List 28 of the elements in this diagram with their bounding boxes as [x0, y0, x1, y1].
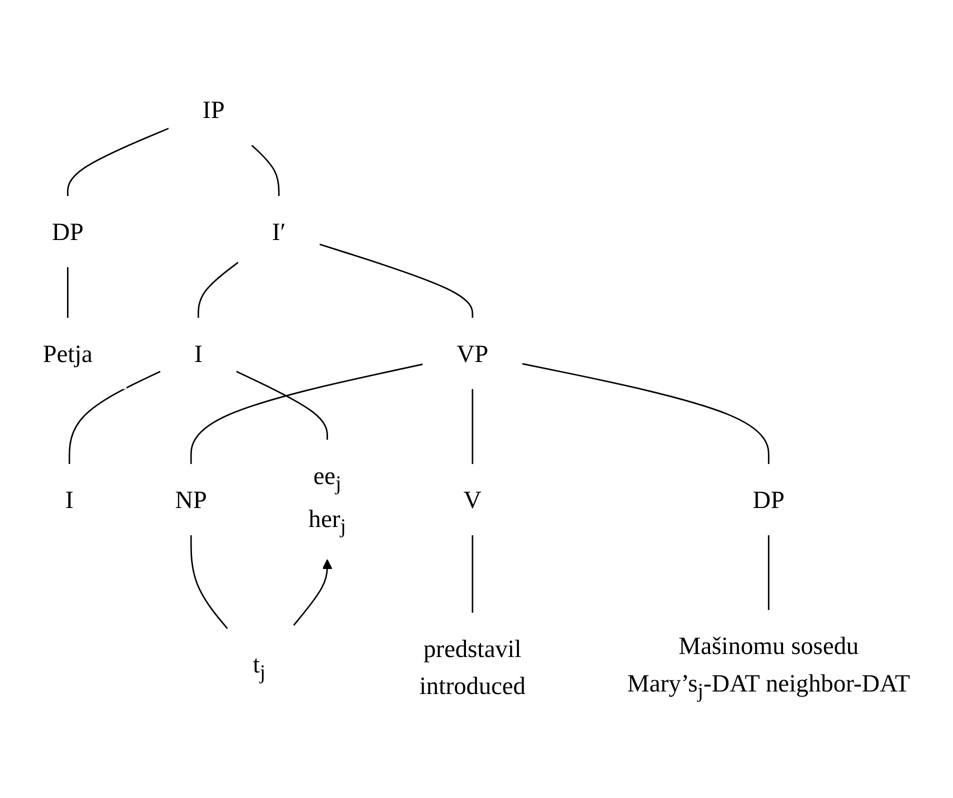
node-text: I′ [272, 217, 286, 246]
node-text: DP [752, 485, 785, 514]
node-text: Mašinomu sosedu Mary’s$_{j}$-DAT neighbor-DAT [627, 632, 910, 702]
node-text: DP [52, 217, 84, 246]
arrow [293, 559, 332, 626]
node-text: I [194, 339, 202, 368]
node-text: predstavil introduced [419, 634, 526, 700]
connector [67, 267, 68, 318]
connector [319, 244, 474, 318]
connector [190, 535, 228, 630]
node-text: Petja [42, 339, 93, 368]
connector [472, 535, 474, 613]
node-text: IP [202, 95, 225, 124]
connector [768, 535, 770, 610]
node-text: ee$_{j}$ her$_{j}$ [308, 461, 346, 538]
node-text: t$_{j}$ [252, 650, 266, 684]
node-text: VP [456, 339, 488, 368]
node-text: I [65, 485, 74, 514]
connector [68, 370, 161, 464]
connector [198, 262, 239, 318]
node-text: V [464, 485, 482, 514]
connector [522, 363, 770, 464]
connector [472, 389, 474, 464]
connector [251, 144, 280, 196]
connector [67, 128, 169, 196]
connector [190, 364, 423, 464]
node-text: NP [175, 485, 207, 514]
connector [236, 370, 328, 440]
